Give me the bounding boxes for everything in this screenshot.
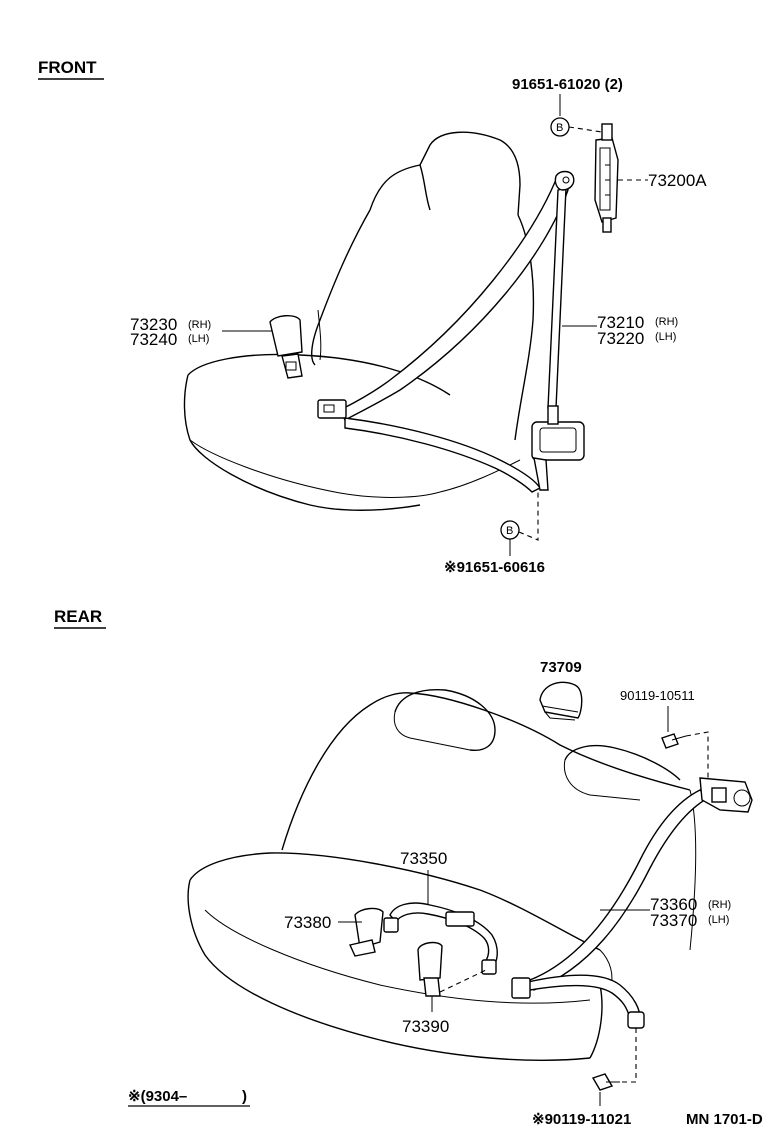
front-belt-rh-side: (RH): [655, 316, 678, 328]
rear-buckle-left-label: 73380: [284, 913, 331, 932]
rear-buckle-center: [417, 941, 443, 997]
rear-bolt-bottom: [591, 1073, 620, 1091]
front-belt-lh-side: (LH): [655, 331, 676, 343]
rear-bolt-top-label: 90119-10511: [620, 688, 695, 703]
rear-bolt-top: [661, 733, 687, 749]
front-buckle-rh-label: 73230: [130, 315, 177, 334]
front-buckle-lh-side: (LH): [188, 333, 209, 345]
rear-section-title: REAR: [54, 607, 102, 626]
front-buckle: [269, 315, 303, 379]
rear-belt-rh-side: (RH): [708, 899, 731, 911]
front-belt-lh-label: 73220: [597, 329, 644, 348]
front-bolt-bottom-label: ※91651-60616: [444, 559, 545, 576]
front-bolt-top-label: 91651-61020 (2): [512, 76, 623, 93]
front-height-adjuster: [594, 123, 619, 233]
front-buckle-rh-side: (RH): [188, 319, 211, 331]
rear-center-belt: [383, 902, 498, 975]
rear-outer-seat-belt: [511, 789, 710, 1029]
rear-cover-label: 73709: [540, 659, 582, 676]
front-belt-retractor: [531, 405, 585, 491]
rear-center-belt-label: 73350: [400, 849, 447, 868]
rear-belt-lh-label: 73370: [650, 911, 697, 930]
rear-bolt-bottom-label: ※90119-11021: [532, 1111, 631, 1128]
front-section-title: FRONT: [38, 58, 97, 77]
front-bolt-bottom-marker-letter: B: [506, 525, 513, 537]
footer-code: MN 1701-D: [686, 1111, 763, 1128]
front-bolt-top-marker-letter: B: [556, 122, 563, 134]
rear-belt-rh-label: 73360: [650, 895, 697, 914]
rear-seat: [187, 688, 697, 1061]
front-seat: [183, 131, 535, 511]
front-retractor-label: 73200A: [648, 171, 707, 190]
footer-note: ※(9304–: [128, 1088, 187, 1105]
front-buckle-lh-label: 73240: [130, 330, 177, 349]
front-seat-belt: [317, 170, 575, 493]
footer-note-close: ): [242, 1088, 247, 1105]
rear-belt-lh-side: (LH): [708, 914, 729, 926]
front-belt-rh-label: 73210: [597, 313, 644, 332]
rear-buckle-center-label: 73390: [402, 1017, 449, 1036]
rear-headrest-cover: [539, 681, 583, 721]
rear-belt-retractor: [699, 777, 753, 813]
rear-buckle-left: [349, 907, 384, 957]
